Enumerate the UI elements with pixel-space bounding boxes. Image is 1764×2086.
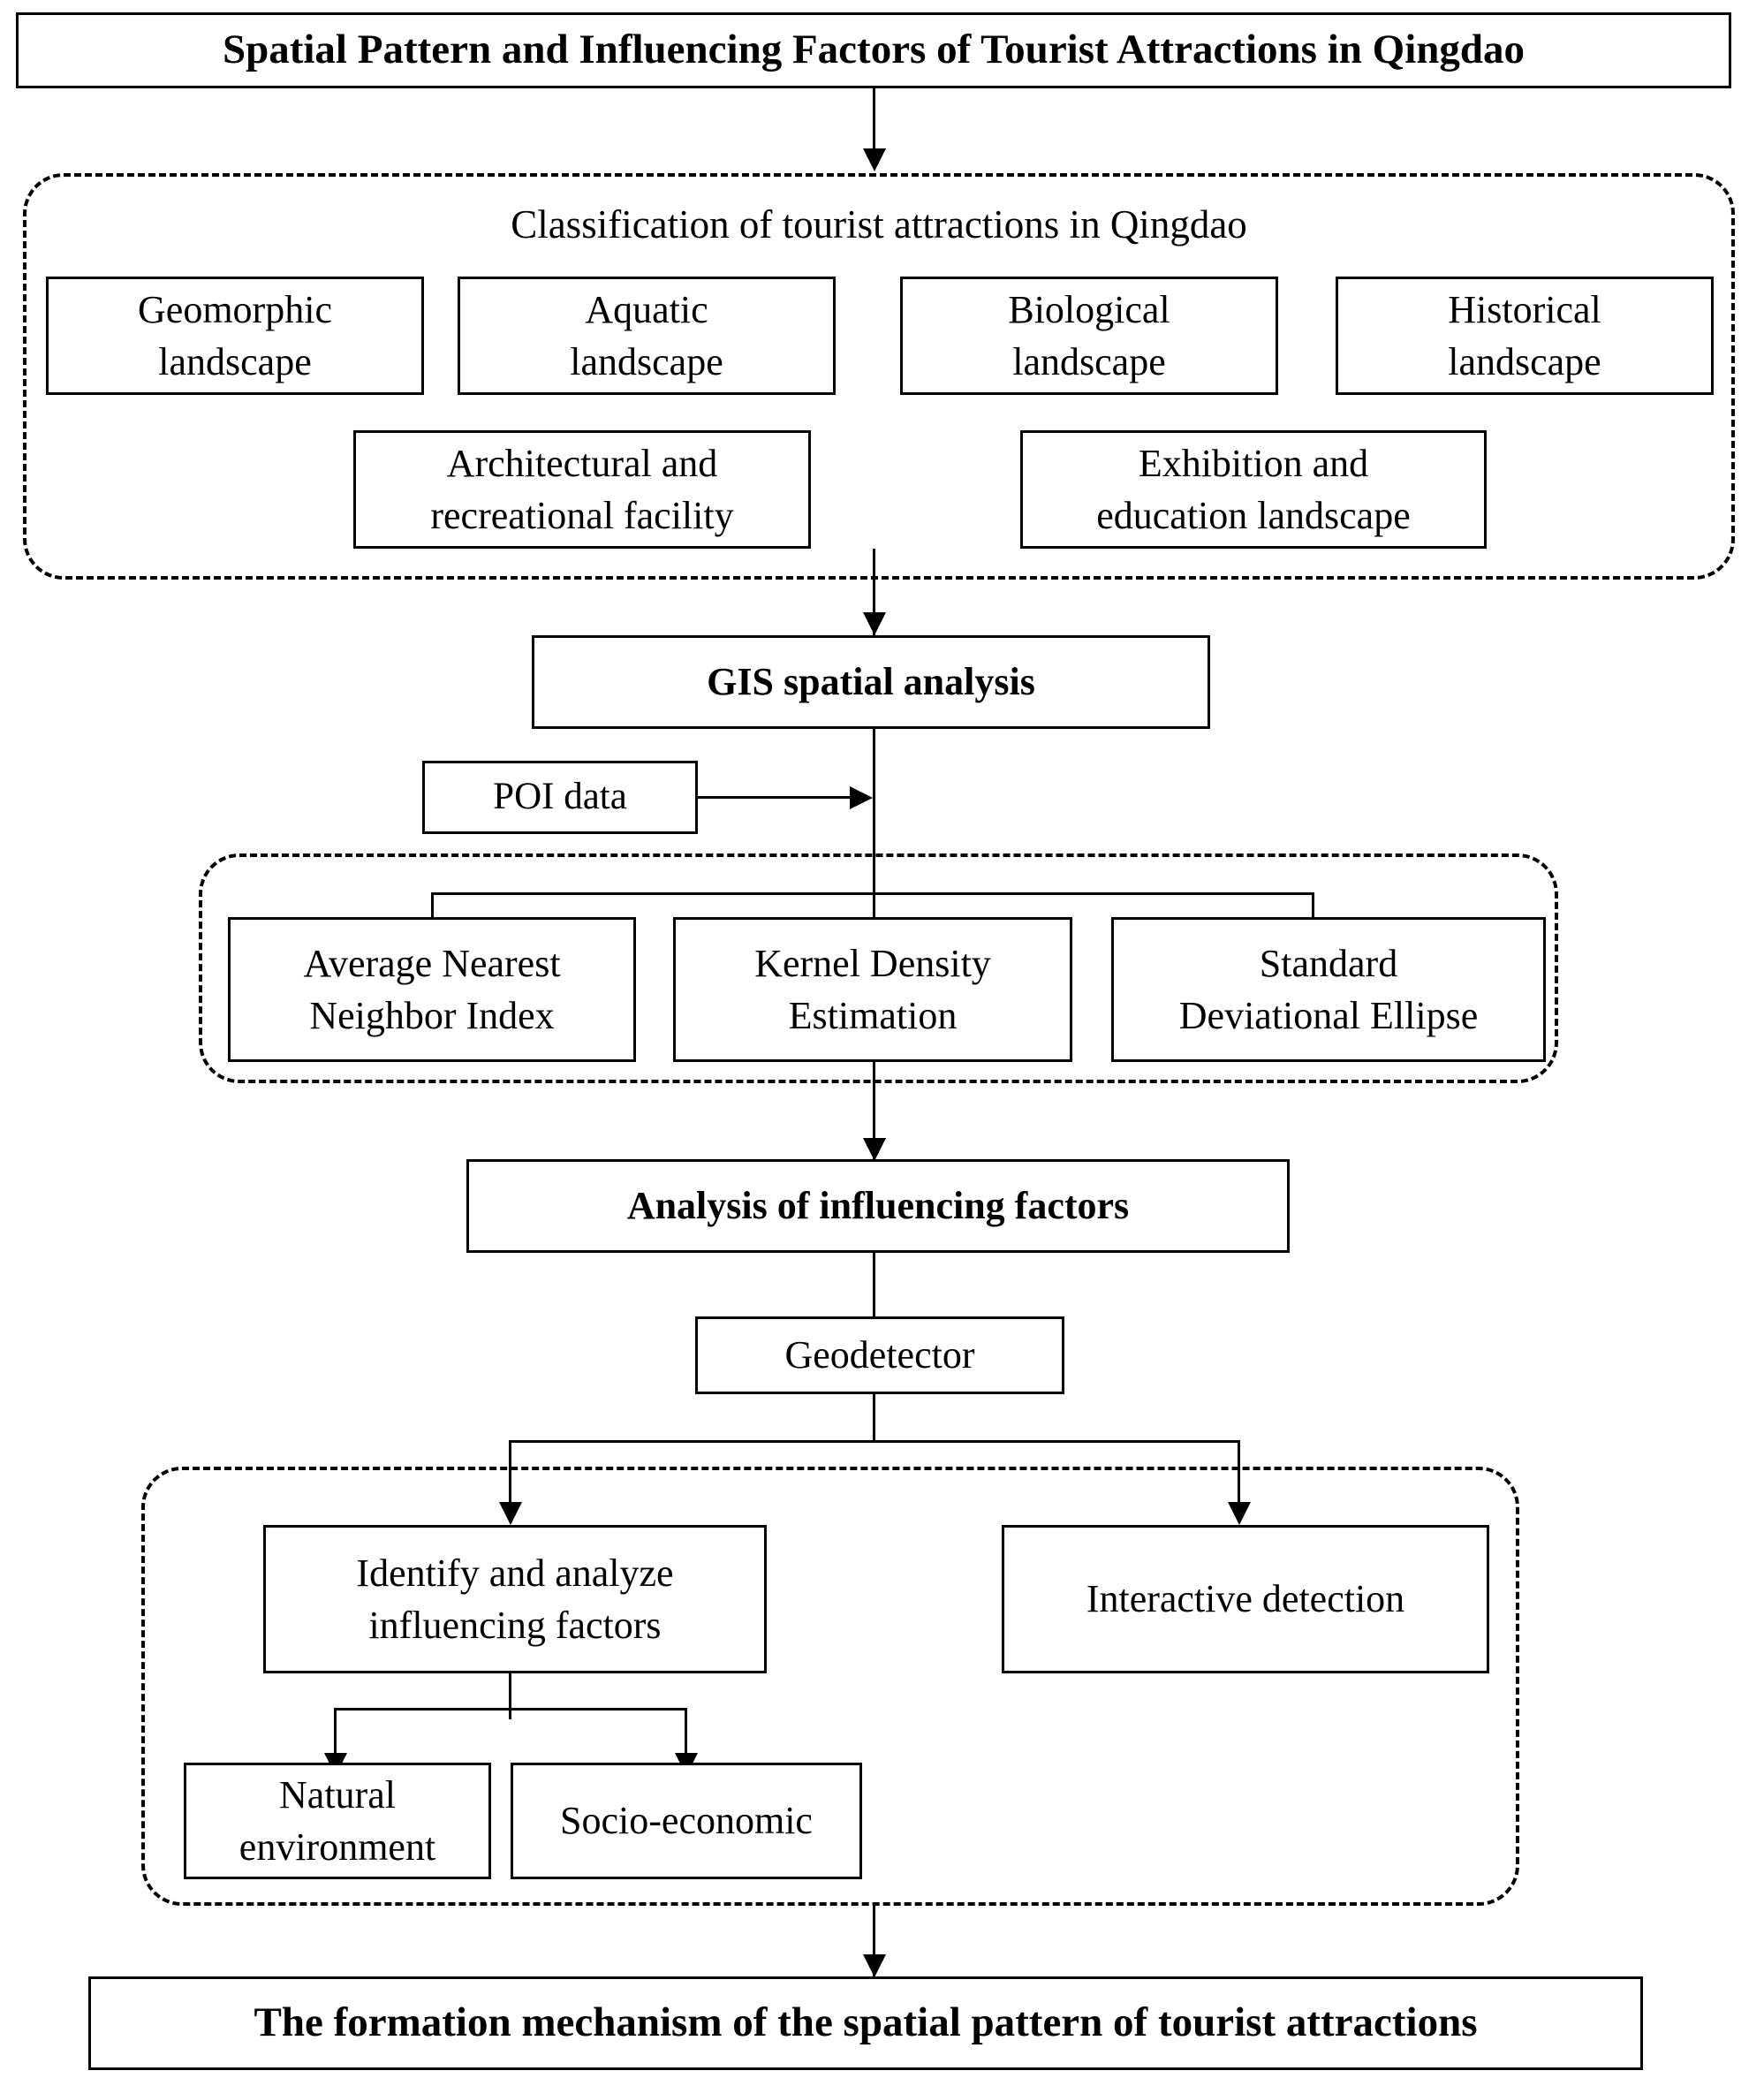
classification-item-architectural: Architectural and recreational facility xyxy=(353,430,811,549)
classification-group-label: Classification of tourist attractions in… xyxy=(511,202,1247,247)
poi-data-node: POI data xyxy=(422,761,698,834)
analysis-influencing-factors-node: Analysis of influencing factors xyxy=(466,1159,1290,1253)
arrow-title-to-classification-icon xyxy=(863,148,886,171)
branch-left-subfactors xyxy=(334,1708,337,1764)
classification-item-aquatic: Aquatic landscape xyxy=(458,277,836,395)
interactive-detection-node: Interactive detection xyxy=(1002,1525,1489,1673)
socio-economic-node: Socio-economic xyxy=(511,1763,862,1879)
connector-gis-to-methods xyxy=(873,729,875,892)
method-standard-deviational-ellipse: Standard Deviational Ellipse xyxy=(1111,917,1546,1062)
arrow-methods-to-factors-icon xyxy=(863,1138,886,1161)
branch-bar-detection xyxy=(509,1440,1240,1443)
branch-right-detection xyxy=(1238,1440,1240,1513)
branch-left-detection xyxy=(509,1440,511,1513)
connector-factors-to-geodetector xyxy=(873,1253,875,1339)
conclusion-box: The formation mechanism of the spatial p… xyxy=(88,1976,1643,2070)
connector-detection-to-conclusion xyxy=(873,1904,875,1997)
branch-right-subfactors xyxy=(685,1708,687,1764)
gis-spatial-analysis-node: GIS spatial analysis xyxy=(532,635,1210,729)
connector-geodetector-down xyxy=(873,1394,875,1442)
classification-item-exhibition: Exhibition and education landscape xyxy=(1020,430,1487,549)
method-average-nearest-neighbor: Average Nearest Neighbor Index xyxy=(228,917,636,1062)
arrow-poi-to-gis-icon xyxy=(850,786,873,809)
title-box: Spatial Pattern and Influencing Factors … xyxy=(16,12,1731,88)
connector-identify-down xyxy=(509,1673,511,1719)
methods-group xyxy=(199,853,1558,1083)
geodetector-node: Geodetector xyxy=(695,1316,1064,1394)
identify-influencing-factors-node: Identify and analyze influencing factors xyxy=(263,1525,767,1673)
classification-item-geomorphic: Geomorphic landscape xyxy=(46,277,424,395)
connector-title-to-classification xyxy=(873,88,875,161)
branch-bar-subfactors xyxy=(334,1708,687,1711)
method-kernel-density: Kernel Density Estimation xyxy=(673,917,1072,1062)
connector-classification-to-gis xyxy=(873,549,875,635)
arrow-to-interactive-icon xyxy=(1228,1502,1251,1525)
arrow-to-identify-icon xyxy=(499,1502,522,1525)
arrow-classification-to-gis-icon xyxy=(863,612,886,635)
connector-methods-to-factors xyxy=(873,1062,875,1159)
connector-poi-to-gis xyxy=(698,796,857,799)
natural-environment-node: Natural environment xyxy=(184,1763,491,1879)
classification-group xyxy=(23,173,1735,580)
classification-item-biological: Biological landscape xyxy=(900,277,1278,395)
detection-group xyxy=(141,1467,1519,1906)
arrow-detection-to-conclusion-icon xyxy=(863,1954,886,1977)
classification-item-historical: Historical landscape xyxy=(1336,277,1714,395)
